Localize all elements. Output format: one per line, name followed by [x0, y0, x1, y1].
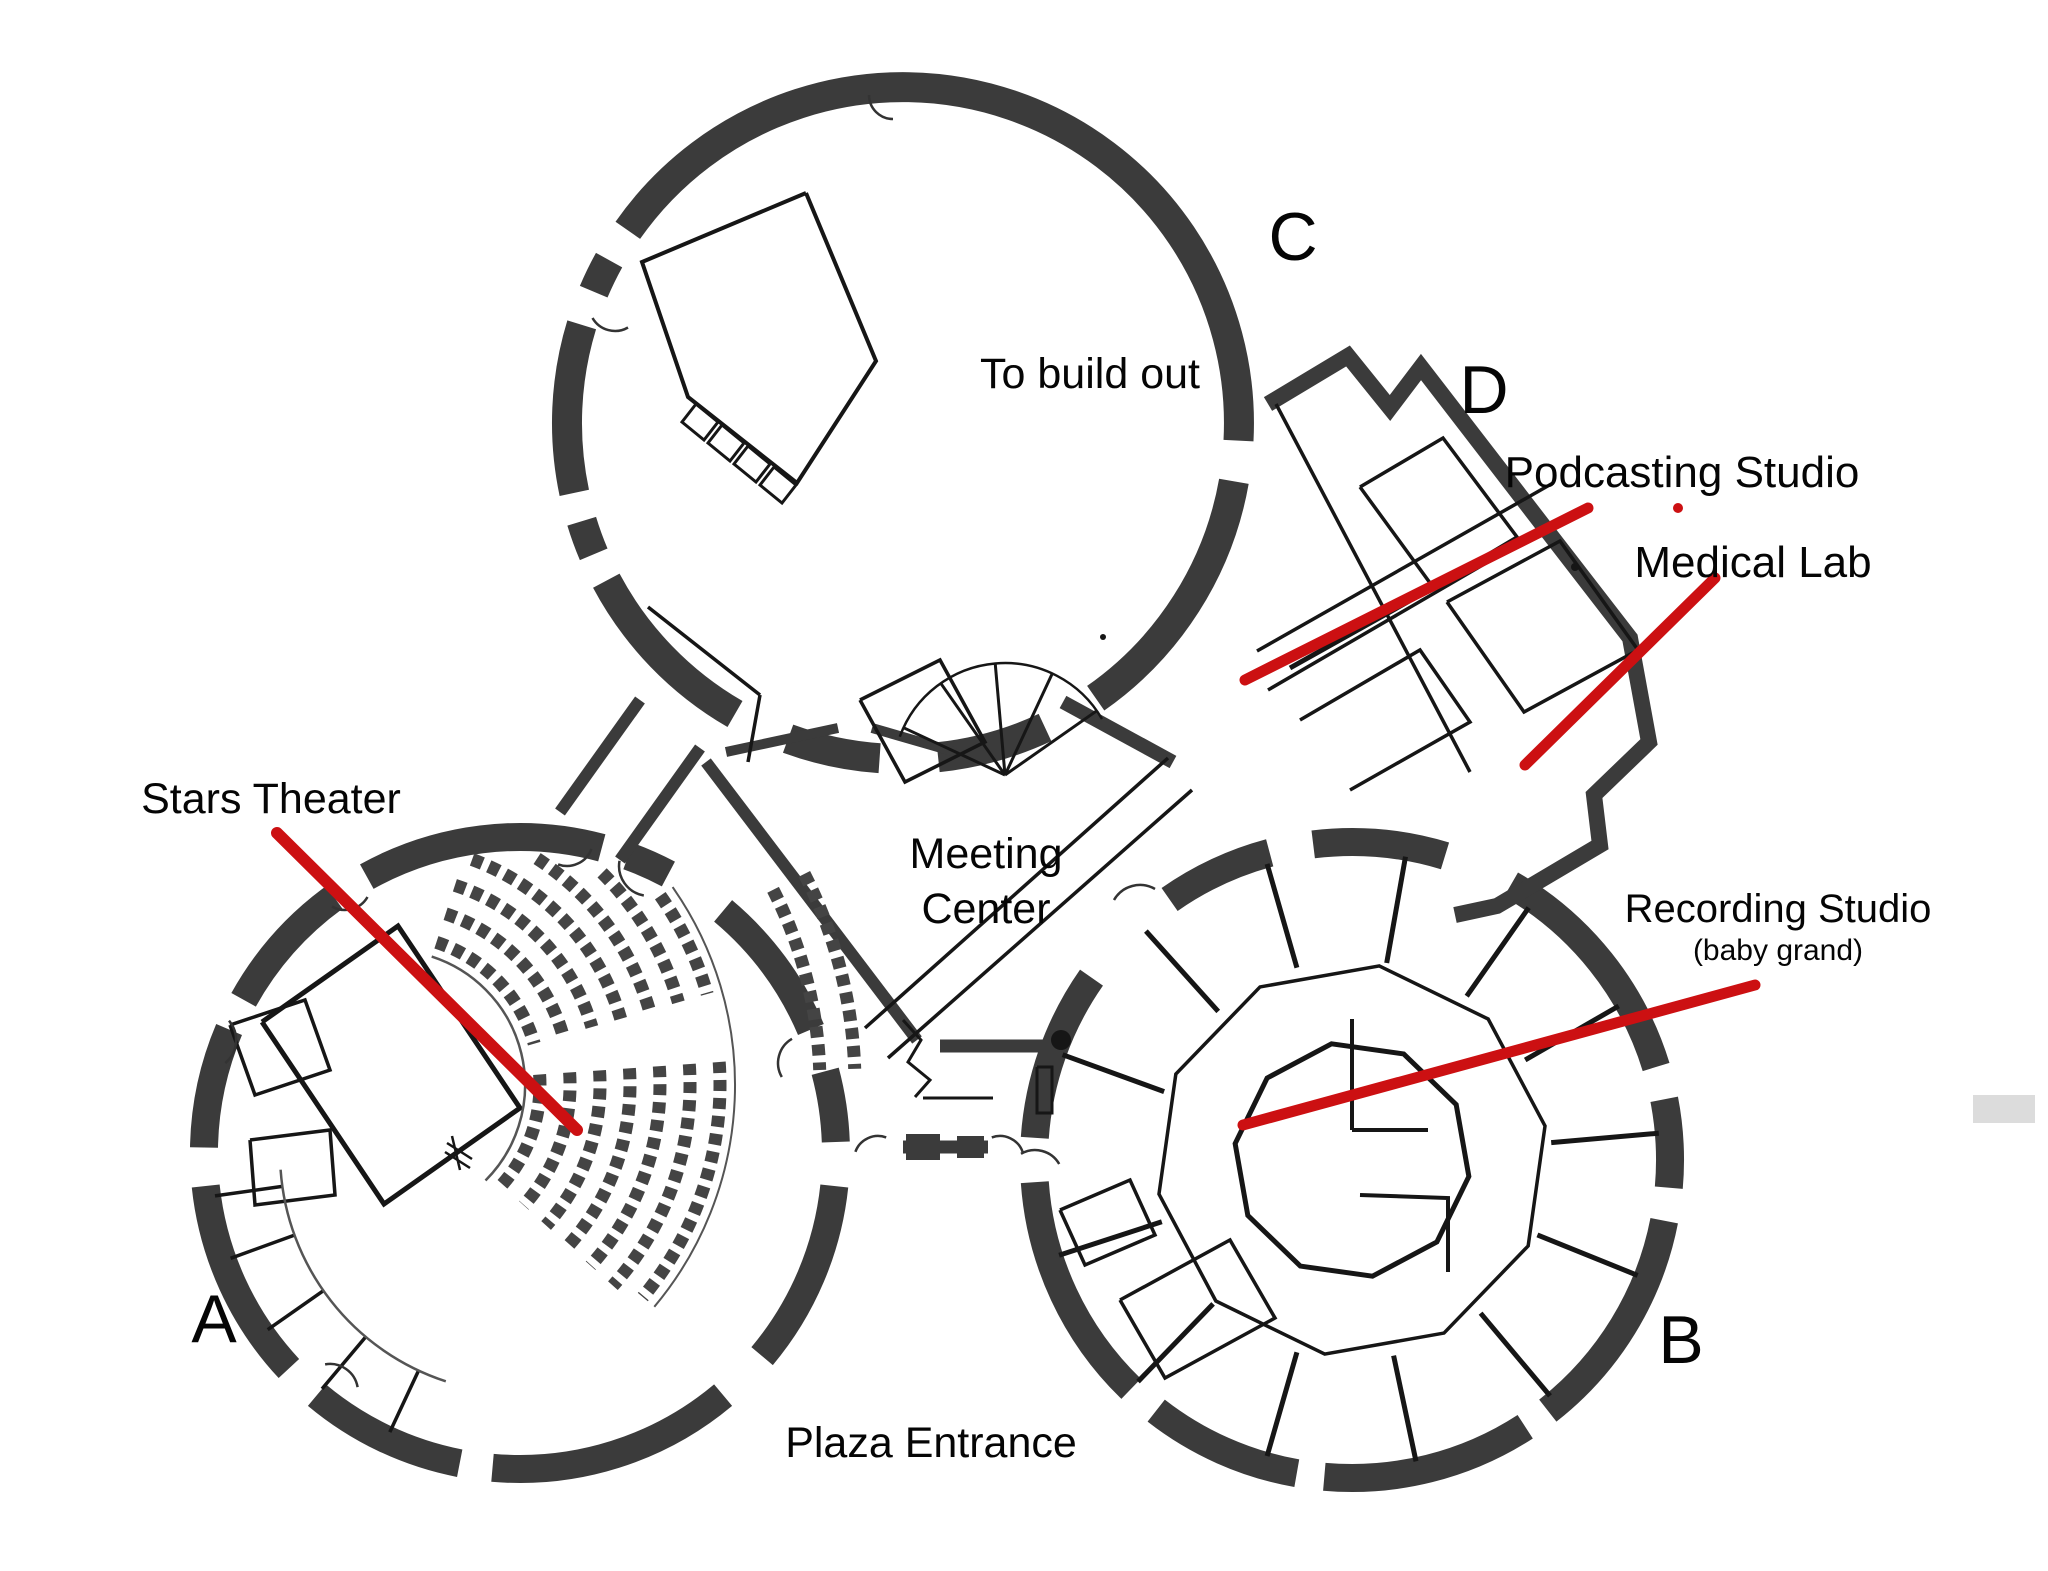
- door-swing-arc: [854, 1134, 887, 1153]
- thick-walls-layer: [555, 345, 1658, 1160]
- dots-layer: [1051, 503, 2035, 1123]
- door-swing-arc: [1112, 883, 1156, 901]
- c-closet-4: [757, 465, 799, 506]
- c-wall-1: [646, 605, 762, 697]
- stars-theater-pointer-line: [271, 827, 583, 1136]
- door-arcs-layer: [224, 94, 1156, 1388]
- d-room-3: [1299, 647, 1473, 792]
- meeting-center-label-line2: Center: [921, 885, 1050, 933]
- labels-layer: A B C D To build out Meeting Center Plaz…: [141, 199, 1931, 1467]
- seating-layer: [434, 853, 862, 1302]
- c-closet-2: [705, 423, 747, 464]
- red-dot-artifact: [1673, 503, 1683, 513]
- b-radial-walls: [1058, 856, 1660, 1462]
- a-lobby-arc: [279, 1169, 447, 1383]
- dark-dot-artifact: [1051, 1030, 1071, 1050]
- a-room-2: [248, 1128, 337, 1207]
- medical-lab-label: Medical Lab: [1634, 538, 1871, 587]
- stars-theater-label: Stars Theater: [141, 775, 401, 823]
- d-room-1: [1358, 435, 1520, 590]
- medical-lab-pointer-line: [1519, 572, 1721, 771]
- theater-stage: [259, 922, 524, 1208]
- gray-smudge-artifact: [1973, 1095, 2035, 1123]
- building-d-letter: D: [1459, 352, 1508, 428]
- annotation-lines: [271, 502, 1761, 1136]
- door-swing-arc: [224, 1019, 238, 1064]
- seating-outer-edge: [653, 886, 737, 1308]
- c-closet-3: [731, 444, 773, 485]
- door-swing-arc: [324, 1362, 359, 1388]
- building-a-ring: [190, 823, 850, 1483]
- c-wall-2: [746, 694, 762, 763]
- meeting-center-label-line1: Meeting: [910, 830, 1063, 878]
- door-swing-arc: [991, 1134, 1024, 1153]
- meeting-sw-zigzag: [901, 1018, 933, 1098]
- door-swing-arc: [776, 1037, 793, 1078]
- spokes-layer: [214, 856, 1660, 1462]
- corridor-d-b-wall-2: [886, 788, 1194, 1060]
- corridor-c-d-wall: [1059, 695, 1177, 769]
- building-b-ring: [1020, 828, 1685, 1493]
- door-swing-arc: [1020, 1148, 1061, 1165]
- door-swing-arc: [867, 94, 894, 121]
- thin-walls-layer: [228, 191, 1641, 1381]
- a-lobby-walls: [214, 1184, 421, 1433]
- theater-seating: [434, 853, 862, 1302]
- dark-dot-artifact: [1571, 563, 1579, 571]
- baby-grand-label: (baby grand): [1693, 934, 1863, 967]
- meeting-top-wall-left: [724, 723, 840, 757]
- b-west-jamb: [1035, 1065, 1054, 1115]
- dark-dot-artifact: [1100, 634, 1106, 640]
- d-corridor-upper: [1256, 481, 1554, 653]
- building-c-ring: [551, 72, 1254, 774]
- building-c-letter: C: [1268, 199, 1317, 275]
- boundary-arcs-layer: [279, 886, 737, 1383]
- plaza-entrance-label: Plaza Entrance: [785, 1419, 1077, 1467]
- c-closet-room: [858, 657, 988, 785]
- podcasting-studio-pointer-line: [1239, 502, 1594, 686]
- b-core-wall-3: [1359, 1193, 1450, 1272]
- fans-layer: [898, 661, 1104, 777]
- recording-studio-label: Recording Studio: [1625, 887, 1932, 931]
- door-swing-arc: [591, 317, 629, 333]
- piano-glyph-3: [450, 1135, 462, 1171]
- meeting-top-wall-right: [870, 723, 957, 757]
- building-b-letter: B: [1658, 1302, 1703, 1378]
- door-swing-arc: [557, 848, 593, 868]
- podcasting-studio-label: Podcasting Studio: [1505, 448, 1860, 497]
- c-closet-1: [679, 402, 721, 443]
- a-room-1: [228, 997, 333, 1098]
- c-stair-fan: [898, 661, 1104, 777]
- building-a-letter: A: [191, 1281, 237, 1357]
- c-pentagon-room: [639, 191, 879, 486]
- corridor-d-b-wall-1: [863, 756, 1170, 1030]
- d-partition-long: [1274, 403, 1472, 773]
- recording-studio-pointer-line: [1237, 979, 1761, 1131]
- seating-inner-edge: [431, 955, 527, 1182]
- to-build-out-label: To build out: [980, 350, 1200, 398]
- rings-layer: [190, 72, 1685, 1493]
- b-room-1: [1118, 1237, 1278, 1381]
- b-room-2: [1058, 1177, 1158, 1268]
- corridor-c-a-wall-2: [615, 744, 705, 864]
- piano-glyph-1: [446, 1141, 473, 1161]
- corridor-c-a-wall-1: [555, 696, 645, 816]
- door-swing-arc: [617, 860, 645, 897]
